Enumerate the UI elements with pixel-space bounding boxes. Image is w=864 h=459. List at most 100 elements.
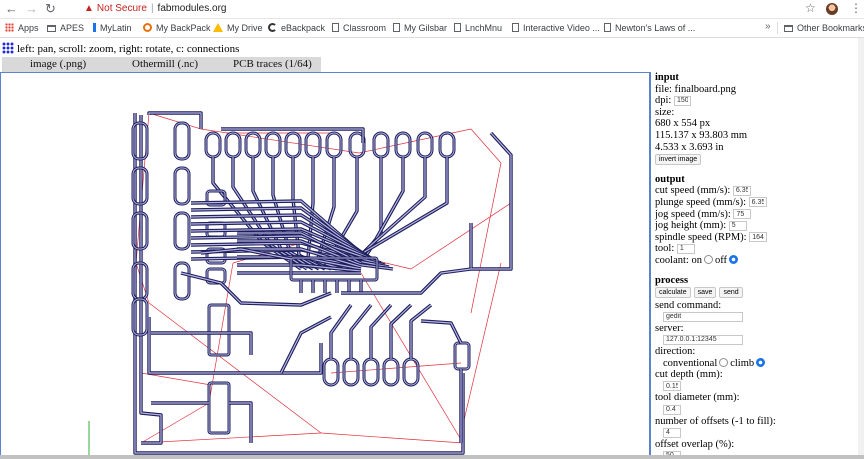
horizontal-scrollbar[interactable] xyxy=(0,455,864,459)
coolant-label: coolant: on xyxy=(655,254,702,266)
connection-line xyxy=(460,262,502,434)
overlap-input[interactable] xyxy=(663,450,681,459)
overlap-label: offset overlap (%): xyxy=(655,438,735,450)
input-file: file: finalboard.png xyxy=(655,83,737,95)
coolant-off-label: off xyxy=(714,254,728,266)
coolant-off-radio[interactable] xyxy=(729,254,739,264)
bookmark-other-bookmarks[interactable]: Other Bookmarks xyxy=(784,22,864,34)
bookmark-mylatin[interactable]: MyLatin xyxy=(93,22,132,34)
bookmark-label: Interactive Video ... xyxy=(523,23,600,33)
vertical-scrollbar[interactable] xyxy=(858,38,864,459)
back-arrow-icon[interactable]: ← xyxy=(5,1,18,16)
bookmark-label: My Drive xyxy=(227,23,263,33)
double-chevron-icon[interactable]: » xyxy=(765,21,771,32)
size-px: 680 x 554 px xyxy=(655,118,711,130)
plunge-speed-input[interactable] xyxy=(748,197,767,208)
pad-outline xyxy=(402,357,420,387)
cut-speed-input[interactable] xyxy=(732,185,751,196)
folder-icon xyxy=(47,25,56,32)
bookmark-my-backpack[interactable]: My BackPack xyxy=(143,22,211,34)
trace-path xyxy=(350,304,372,359)
save-button[interactable]: save xyxy=(693,287,717,299)
send-button[interactable]: send xyxy=(719,287,743,299)
pad xyxy=(174,122,190,160)
more-menu-icon[interactable]: ⋮ xyxy=(850,1,862,15)
input-section: input file: finalboard.png dpi: size: 68… xyxy=(655,72,853,166)
address-bar[interactable]: ▲Not Secure|fabmodules.org xyxy=(64,1,226,17)
offsets-input[interactable] xyxy=(663,427,681,438)
bookmark-apps[interactable]: Apps xyxy=(5,22,39,34)
trace-path xyxy=(390,304,412,359)
conventional-label: conventional xyxy=(663,357,718,369)
trace-outline xyxy=(349,303,373,359)
cut-depth-input[interactable] xyxy=(663,381,681,392)
trace-path xyxy=(190,228,378,262)
bookmark-interactive-video[interactable]: Interactive Video ... xyxy=(512,22,600,34)
jog-speed-input[interactable] xyxy=(733,209,752,220)
forward-arrow-icon[interactable]: → xyxy=(25,1,38,16)
trace-path xyxy=(330,304,352,359)
trace-path xyxy=(470,132,512,270)
bookmark-classroom[interactable]: Classroom xyxy=(332,22,386,34)
conventional-radio[interactable] xyxy=(719,357,729,367)
cut-depth-label: cut depth (mm): xyxy=(655,369,723,381)
bookmark-star-icon[interactable]: ☆ xyxy=(805,1,816,15)
tool-diameter-input[interactable] xyxy=(663,404,681,415)
size-in: 4.533 x 3.693 in xyxy=(655,141,724,153)
not-secure-label: Not Secure xyxy=(96,3,147,14)
trace-path xyxy=(221,128,364,143)
trace-outline xyxy=(351,157,427,265)
trace-path xyxy=(190,221,374,260)
trace-path xyxy=(180,272,332,306)
trace-path xyxy=(341,268,472,294)
tab-image-png[interactable]: image (.png) xyxy=(30,58,87,70)
bookmark-ebackpack[interactable]: eBackpack xyxy=(268,22,325,34)
connection-line xyxy=(140,432,322,444)
bookmark-my-gilsbar[interactable]: My Gilsbar xyxy=(393,22,447,34)
spindle-speed-input[interactable] xyxy=(749,232,768,243)
climb-radio[interactable] xyxy=(756,357,766,367)
pad-outline xyxy=(382,357,400,387)
coolant-on-radio[interactable] xyxy=(703,254,713,264)
bookmark-my-drive[interactable]: My Drive xyxy=(213,22,263,34)
send-command-input[interactable] xyxy=(663,311,743,322)
trace-path xyxy=(229,402,252,443)
mylatin-icon xyxy=(93,23,96,32)
bookmark-lnchmnu[interactable]: LnchMnu xyxy=(454,22,502,34)
divider xyxy=(777,22,778,34)
climb-label: climb xyxy=(730,357,755,369)
calculate-button[interactable]: calculate xyxy=(655,287,691,299)
tool-input[interactable] xyxy=(676,243,695,254)
jog-height-input[interactable] xyxy=(728,220,747,231)
pad xyxy=(208,382,230,434)
pad xyxy=(132,212,148,250)
connection-line xyxy=(140,402,210,444)
dpi-input[interactable] xyxy=(673,95,691,106)
trace-path xyxy=(280,316,332,374)
server-input[interactable] xyxy=(663,334,743,345)
pad-outline xyxy=(173,211,191,251)
grid-icon xyxy=(2,42,14,54)
trace-path xyxy=(292,157,326,270)
pcb-toolpath-view[interactable] xyxy=(1,73,649,459)
bookmark-apes[interactable]: APES xyxy=(47,22,84,34)
toolpath-canvas[interactable] xyxy=(0,72,651,459)
settings-panel: input file: finalboard.png dpi: size: 68… xyxy=(655,72,853,459)
ebackpack-icon xyxy=(268,23,277,32)
invert-image-button[interactable]: invert image xyxy=(655,154,702,166)
trace-path xyxy=(420,320,462,344)
avatar[interactable] xyxy=(826,3,838,15)
url-text[interactable]: fabmodules.org xyxy=(157,3,227,14)
output-heading: output xyxy=(655,173,685,185)
tab-pcb-traces[interactable]: PCB traces (1/64) xyxy=(233,58,312,70)
pad-outline xyxy=(224,131,242,159)
tab-othermill-nc[interactable]: Othermill (.nc) xyxy=(132,58,198,70)
reload-icon[interactable]: ↻ xyxy=(45,1,56,16)
bookmark-label: My Gilsbar xyxy=(404,23,448,33)
backpack-icon xyxy=(143,23,152,32)
trace-outline xyxy=(469,131,513,271)
pad xyxy=(454,342,470,370)
bookmark-label: MyLatin xyxy=(100,23,132,33)
bookmark-newtons-laws[interactable]: Newton's Laws of ... xyxy=(604,22,695,34)
dpi-row: dpi: xyxy=(655,95,853,107)
